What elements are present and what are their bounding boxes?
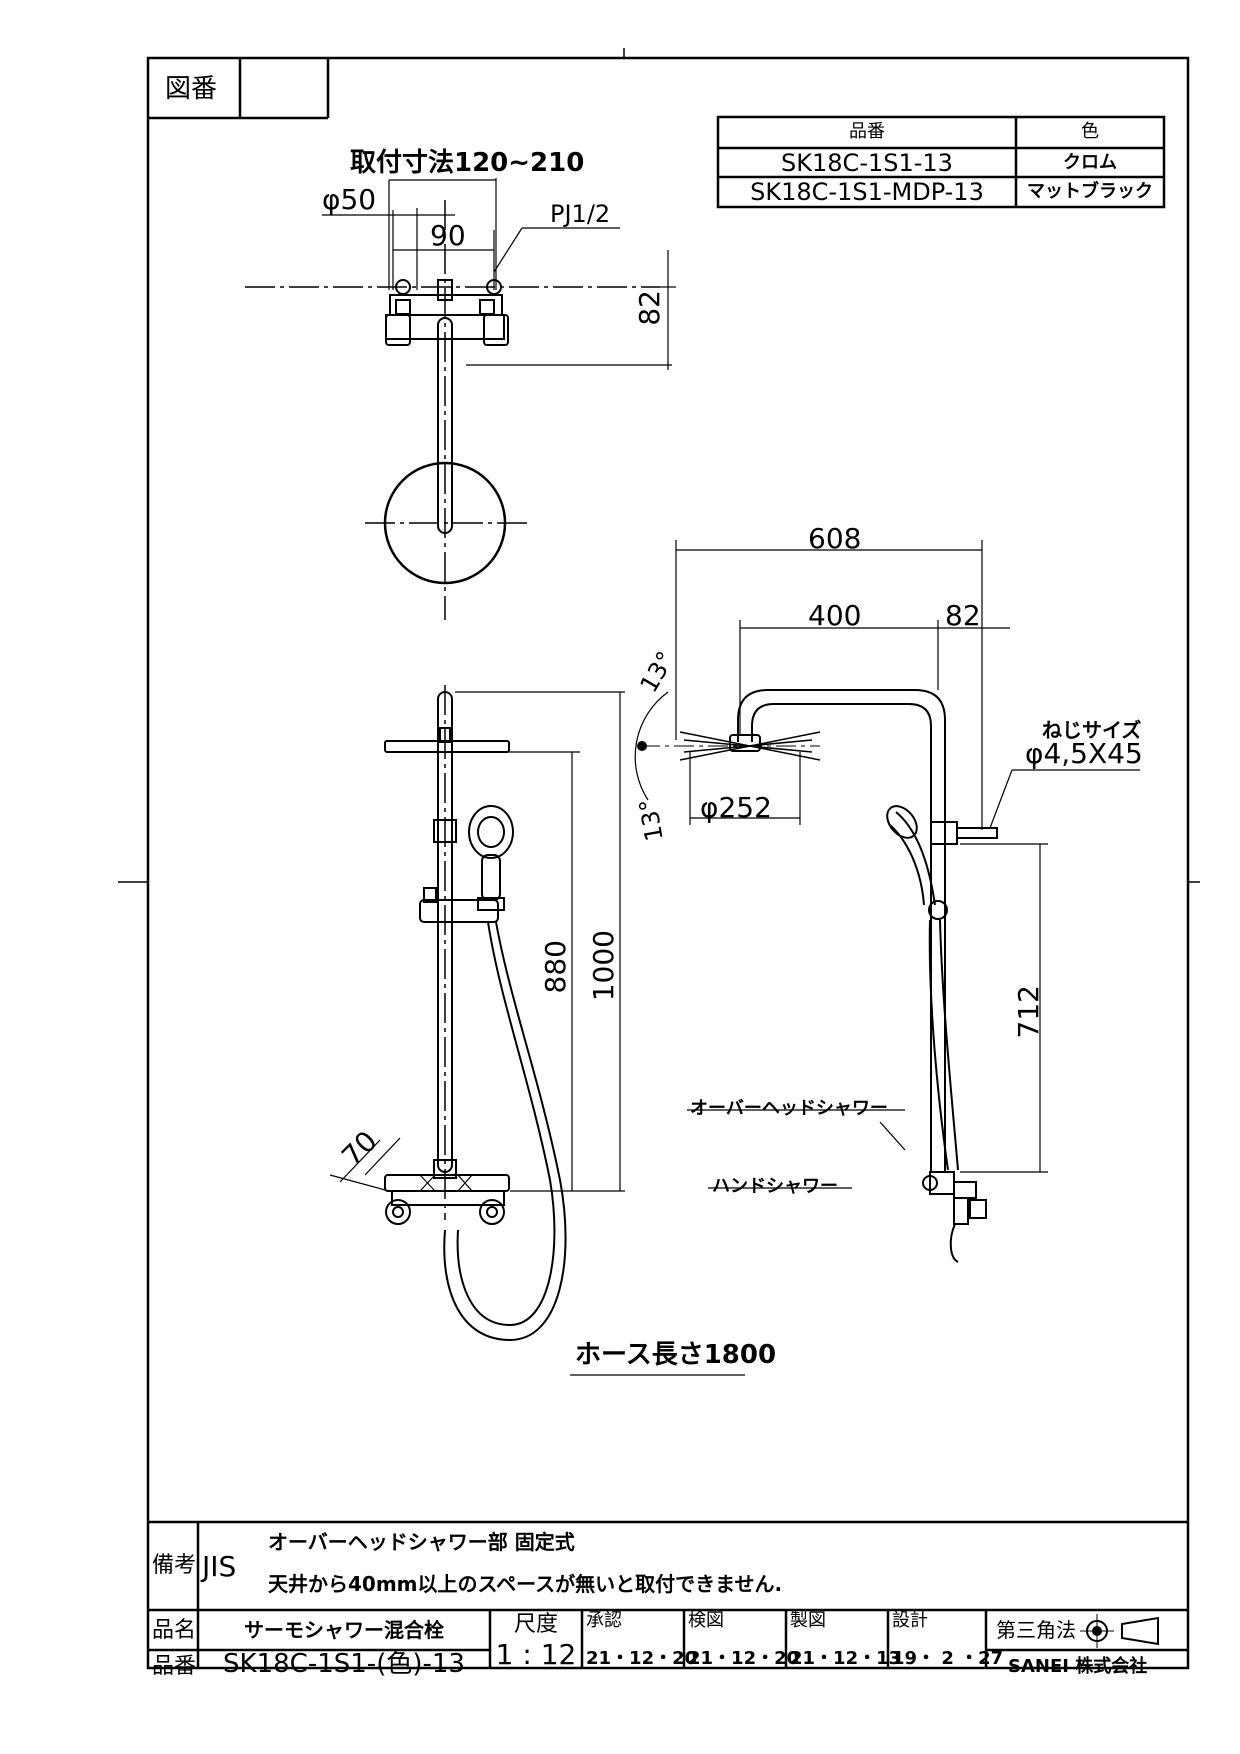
- product-name: サーモシャワー混合栓: [244, 1618, 444, 1642]
- angle-lower: 13°: [633, 796, 669, 844]
- dim-400: 400: [808, 599, 862, 632]
- variant-header-part: 品番: [849, 121, 885, 142]
- dim-82-top: 82: [633, 290, 666, 326]
- check-label: 検図: [688, 1610, 724, 1631]
- screw-label: ねじサイズ: [1042, 718, 1142, 742]
- variant-header-color: 色: [1081, 121, 1099, 142]
- variant-row-color: クロム: [1063, 152, 1117, 173]
- check-date: 21・12・20: [688, 1648, 800, 1669]
- top-view: [245, 178, 676, 620]
- third-angle-symbol: [1080, 1614, 1159, 1648]
- sheet-frame: [146, 56, 1190, 1670]
- dim-phi252: φ252: [700, 791, 772, 824]
- overhead-shower-label: オーバーヘッドシャワー: [690, 1098, 888, 1119]
- screw-value: φ4,5X45: [1025, 737, 1143, 770]
- dim-880: 880: [539, 940, 572, 994]
- dim-608: 608: [808, 522, 862, 555]
- note-line-1: オーバーヘッドシャワー部 固定式: [268, 1530, 575, 1554]
- zuban-label: 図番: [165, 74, 218, 104]
- variant-row-part: SK18C-1S1-MDP-13: [750, 178, 984, 206]
- design-date: 19・ 2 ・27: [892, 1648, 1004, 1669]
- hinban-label: 品番: [152, 1654, 197, 1679]
- hinmei-label: 品名: [152, 1618, 197, 1643]
- projection-label: 第三角法: [996, 1618, 1076, 1642]
- hand-shower-label: ハンドシャワー: [712, 1176, 838, 1197]
- hose-length-label: ホース長さ1800: [575, 1340, 777, 1370]
- dim-82-side: 82: [945, 599, 981, 632]
- dim-90: 90: [430, 219, 466, 252]
- scale-label: 尺度: [513, 1612, 558, 1637]
- side-view: [634, 540, 1140, 1263]
- dim-phi50: φ50: [322, 183, 377, 216]
- variant-table-frame: [716, 115, 1166, 209]
- dim-pj: PJ1/2: [550, 200, 611, 228]
- product-number: SK18C-1S1-(色)-13: [223, 1649, 465, 1679]
- draw-label: 製図: [790, 1610, 826, 1631]
- mount-range-label: 取付寸法120~210: [350, 148, 585, 178]
- approve-label: 承認: [586, 1610, 622, 1631]
- draw-date: 21・12・13: [790, 1648, 902, 1669]
- variant-row-part: SK18C-1S1-13: [781, 149, 953, 177]
- bikou-jis: JIS: [202, 1550, 237, 1583]
- note-line-2: 天井から40mm以上のスペースが無いと取付できません.: [268, 1572, 783, 1596]
- design-label: 設計: [892, 1610, 928, 1631]
- dim-1000: 1000: [587, 930, 620, 1002]
- variant-row-color: マットブラック: [1027, 181, 1153, 202]
- company-name: SANEI 株式会社: [1008, 1656, 1148, 1677]
- front-view: [329, 685, 745, 1376]
- scale-value: 1 : 12: [495, 1638, 577, 1671]
- approve-date: 21・12・20: [586, 1648, 698, 1669]
- bikou-label: 備考: [152, 1553, 197, 1578]
- dim-712: 712: [1012, 985, 1045, 1039]
